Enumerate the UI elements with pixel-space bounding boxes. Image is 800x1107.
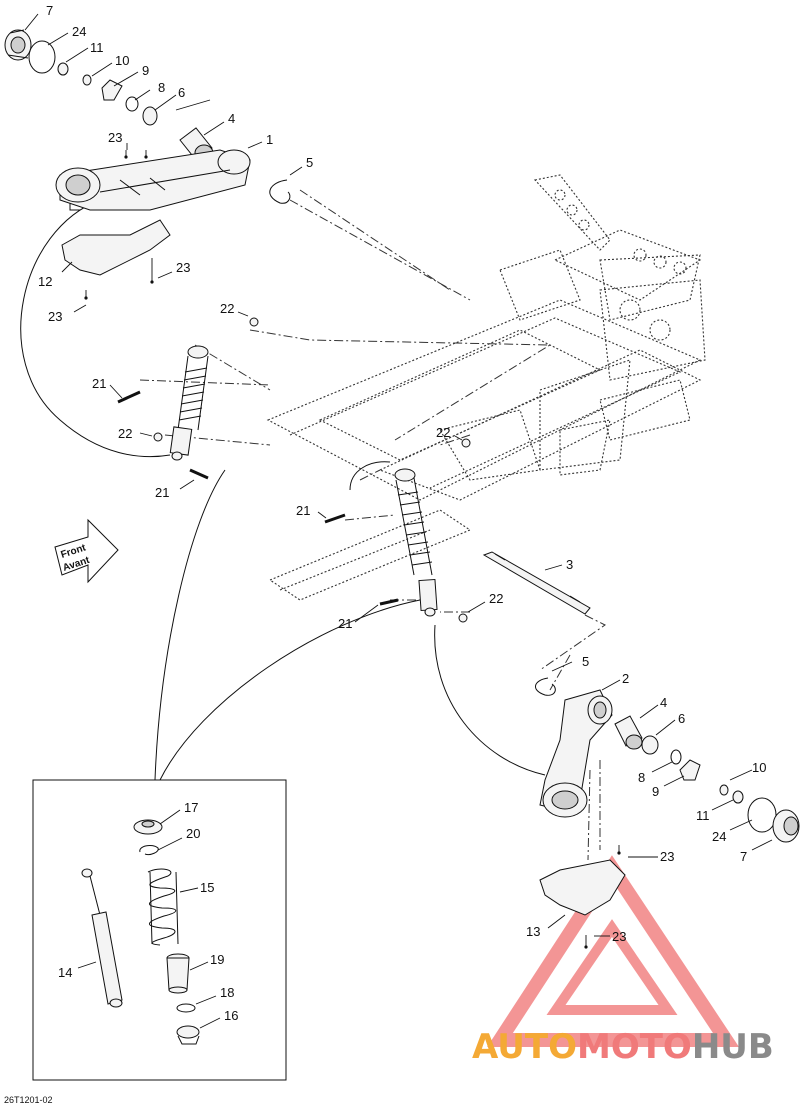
callout-23: 23 [176,260,190,275]
callout-6: 6 [178,85,185,100]
callout-20: 20 [186,826,200,841]
snap-ring-part-8-right [670,749,682,765]
plate-part-9 [101,79,123,101]
callout-5: 5 [306,155,313,170]
callout-3: 3 [566,557,573,572]
trailing-arm-part-1 [55,149,251,211]
callout-19: 19 [210,952,224,967]
callout-21: 21 [155,485,169,500]
callout-8: 8 [638,770,645,785]
watermark-moto: MOTO [577,1027,692,1067]
callout-23: 23 [48,309,62,324]
callout-10: 10 [115,53,129,68]
callout-13: 13 [526,924,540,939]
callout-21: 21 [92,376,106,391]
watermark-logo [487,855,740,1047]
axle-shaft-part-3 [482,551,591,615]
hub-cap-part-7 [4,29,32,61]
circlip-part-5 [269,179,291,204]
callout-18: 18 [220,985,234,1000]
inset-frame [32,779,287,1081]
vehicle-frame [266,174,706,601]
callout-23: 23 [660,849,674,864]
watermark-auto: AUTO [472,1027,577,1067]
washer-part-10 [82,74,92,86]
callout-17: 17 [184,800,198,815]
callout-22: 22 [489,591,503,606]
callout-23: 23 [612,929,626,944]
trailing-arm-part-2 [539,689,613,818]
seal-part-6 [142,106,158,126]
watermark-text: AUTOMOTOHUB [472,1027,774,1067]
callout-23: 23 [108,130,122,145]
callout-4: 4 [228,111,235,126]
retainer-part-20 [139,844,159,855]
callout-22: 22 [436,425,450,440]
callout-11: 11 [90,40,104,55]
circlip-part-5-right [535,677,556,696]
callout-21: 21 [338,616,352,631]
callout-7: 7 [46,3,53,18]
lower-cup-part-16 [176,1025,200,1045]
spring-cup-part-17 [133,819,163,835]
callout-16: 16 [224,1008,238,1023]
assembly-lines [139,189,606,861]
callout-24: 24 [712,829,726,844]
coil-spring-part-15 [147,868,179,946]
callout-14: 14 [58,965,72,980]
callout-labels: 7 24 11 10 9 8 6 4 1 23 5 12 23 23 22 21… [38,3,766,1023]
seal-part-6-right [641,735,659,755]
callout-24: 24 [72,24,86,39]
callout-11: 11 [696,808,710,823]
callout-4: 4 [660,695,667,710]
right-trailing-arm-assembly [535,677,800,949]
nut-part-11-right [732,790,744,804]
left-trailing-arm-assembly [4,29,291,300]
callout-10: 10 [752,760,766,775]
callout-9: 9 [142,63,149,78]
figure-code: 26T1201-02 [4,1095,53,1105]
washer-part-18 [176,1003,196,1013]
callout-22: 22 [220,301,234,316]
o-ring-part-24 [28,40,56,74]
callout-2: 2 [622,671,629,686]
shock-detail-inset [32,779,287,1081]
nut-part-11 [57,62,69,76]
snap-ring-part-8 [125,96,139,112]
callout-22: 22 [118,426,132,441]
callout-9: 9 [652,784,659,799]
callout-8: 8 [158,80,165,95]
callout-15: 15 [200,880,214,895]
guard-part-12 [61,219,171,276]
reference-arrows [20,199,546,781]
damper-part-14 [81,868,123,1008]
o-ring-part-24-right [747,797,777,833]
left-shock-absorber [117,317,259,480]
washer-part-10-right [719,784,729,796]
callout-12: 12 [38,274,52,289]
watermark-triangle-icon [487,855,740,1047]
callout-6: 6 [678,711,685,726]
callout-1: 1 [266,132,273,147]
hub-cap-part-7-right [772,809,800,843]
watermark-hub: HUB [692,1027,774,1067]
plate-part-9-right [679,759,701,781]
leader-lines [24,13,773,1029]
watermark-inner-triangle-icon [546,919,678,1015]
callout-5: 5 [582,654,589,669]
guard-part-13 [539,859,626,916]
bearing-part-4-right [614,715,643,750]
callout-21: 21 [296,503,310,518]
callout-7: 7 [740,849,747,864]
front-direction-arrow: Front Avant [54,518,119,584]
sleeve-part-19 [166,953,190,994]
right-shock-absorber [324,438,471,623]
